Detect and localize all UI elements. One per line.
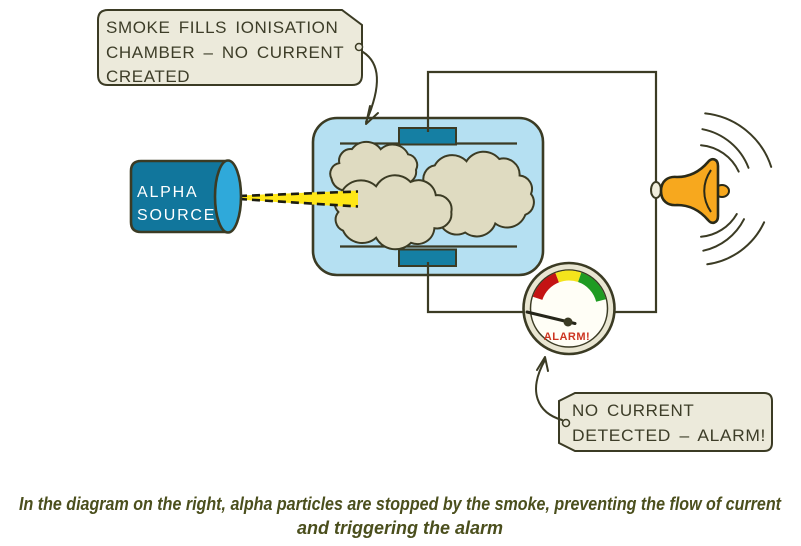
- top-callout-line1: SMOKE FILLS IONISATION: [106, 18, 338, 37]
- caption-line1: In the diagram on the right, alpha parti…: [19, 494, 782, 514]
- bell-mount-knob: [650, 181, 662, 199]
- bottom-callout-arrowhead: [536, 356, 549, 372]
- sound-wave-arc: [702, 218, 745, 252]
- meter-face: [529, 269, 609, 348]
- alpha-source: ALPHA SOURCE: [129, 159, 243, 234]
- smoke-clouds: [329, 140, 535, 251]
- sound-waves: [700, 112, 773, 266]
- top-callout-connector-dot: [354, 42, 364, 52]
- bottom-callout-arrow-shaft: [535, 359, 563, 421]
- bottom-callout-line2: DETECTED – ALARM!: [572, 426, 766, 445]
- source-cylinder-cap: [213, 159, 243, 234]
- caption: In the diagram on the right, alpha parti…: [19, 494, 782, 538]
- beam-dashes-bottom: [238, 197, 359, 208]
- top-callout-line2: CHAMBER – NO CURRENT: [106, 43, 344, 62]
- sound-wave-arc: [701, 128, 750, 169]
- bell-lip-line: [703, 169, 712, 213]
- top-callout-arrow-shaft: [362, 51, 378, 123]
- meter-red-zone: [532, 273, 560, 301]
- source-cylinder-body: [129, 159, 230, 234]
- alpha-source-label-line1: ALPHA: [137, 184, 198, 201]
- alarm-bell: [650, 112, 773, 266]
- bottom-callout-box: [558, 392, 773, 452]
- top-callout-box: [97, 9, 363, 86]
- sound-wave-arc: [704, 112, 773, 168]
- smoke-cloud: [333, 174, 453, 251]
- current-meter: ALARM!: [522, 261, 616, 356]
- sound-wave-arc: [706, 221, 766, 266]
- meter-yellow-zone: [555, 270, 582, 283]
- bottom-callout-connector-dot: [561, 418, 571, 428]
- top-callout-line3: CREATED: [106, 67, 190, 86]
- sound-wave-arc: [700, 144, 740, 173]
- bell-body-group: [659, 157, 730, 225]
- top-callout: SMOKE FILLS IONISATION CHAMBER – NO CURR…: [97, 9, 379, 125]
- alpha-beam: [238, 190, 359, 208]
- beam-dashes-top: [238, 190, 359, 198]
- bell-shape: [659, 157, 720, 225]
- bottom-callout-line1: NO CURRENT: [572, 401, 694, 420]
- caption-line2: and triggering the alarm: [297, 518, 503, 538]
- top-callout-arrowhead: [365, 105, 379, 125]
- alpha-source-label-line2: SOURCE: [137, 207, 216, 224]
- meter-alarm-label: ALARM!: [544, 331, 590, 343]
- meter-needle-hub: [563, 317, 573, 327]
- sound-wave-arc: [700, 213, 738, 238]
- meter-green-zone: [577, 272, 606, 303]
- bottom-callout: NO CURRENT DETECTED – ALARM!: [535, 356, 773, 452]
